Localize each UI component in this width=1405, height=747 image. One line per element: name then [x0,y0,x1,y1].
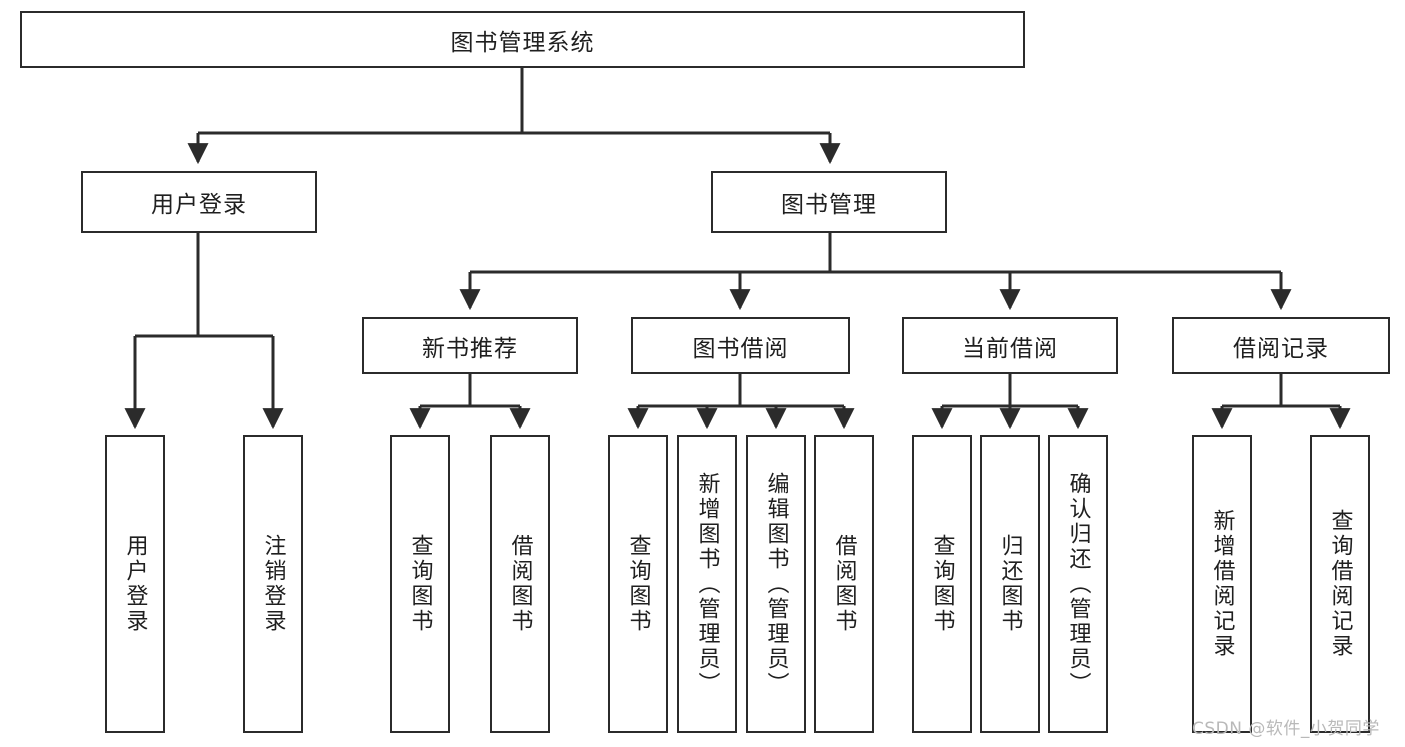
leaf-current-return-book[interactable]: 归还图书 [980,435,1040,733]
node-label: 确认归还（管理员） [1065,471,1091,697]
node-label: 借阅记录 [1233,335,1329,362]
node-user-login[interactable]: 用户登录 [81,171,317,233]
node-book-borrow[interactable]: 图书借阅 [631,317,850,374]
leaf-borrow-add-book[interactable]: 新增图书（管理员） [677,435,737,733]
node-label: 用户登录 [151,192,247,218]
leaf-borrow-query-book[interactable]: 查询图书 [608,435,668,733]
leaf-borrow-edit-book[interactable]: 编辑图书（管理员） [746,435,806,733]
node-root-system[interactable]: 图书管理系统 [20,11,1025,68]
node-book-management[interactable]: 图书管理 [711,171,947,233]
node-label: 查询图书 [407,534,433,634]
node-label: 注销登录 [260,534,286,634]
node-label: 用户登录 [122,534,148,634]
node-label: 查询借阅记录 [1327,509,1353,659]
node-label: 查询图书 [625,534,651,634]
leaf-recommend-borrow-book[interactable]: 借阅图书 [490,435,550,733]
node-current-borrow[interactable]: 当前借阅 [902,317,1118,374]
leaf-user-login-logout[interactable]: 注销登录 [243,435,303,733]
node-label: 当前借阅 [962,335,1058,362]
leaf-borrow-borrow-book[interactable]: 借阅图书 [814,435,874,733]
node-label: 新增图书（管理员） [694,471,720,697]
node-label: 图书借阅 [692,335,789,362]
leaf-current-query-book[interactable]: 查询图书 [912,435,972,733]
node-label: 借阅图书 [507,534,533,634]
leaf-recommend-query-book[interactable]: 查询图书 [390,435,450,733]
leaf-record-query-record[interactable]: 查询借阅记录 [1310,435,1370,733]
node-label: 编辑图书（管理员） [763,471,789,697]
node-label: 新书推荐 [422,335,518,362]
node-label: 归还图书 [997,534,1023,634]
node-borrow-record[interactable]: 借阅记录 [1172,317,1390,374]
node-label: 图书管理系统 [450,29,595,56]
leaf-user-login-login[interactable]: 用户登录 [105,435,165,733]
watermark: CSDN @软件_小贺同学 [1192,719,1380,739]
node-label: 借阅图书 [831,534,857,634]
node-label: 图书管理 [781,192,877,218]
node-label: 新增借阅记录 [1209,509,1235,659]
leaf-current-confirm-return[interactable]: 确认归还（管理员） [1048,435,1108,733]
leaf-record-add-record[interactable]: 新增借阅记录 [1192,435,1252,733]
node-label: 查询图书 [929,534,955,634]
node-new-book-recommend[interactable]: 新书推荐 [362,317,578,374]
